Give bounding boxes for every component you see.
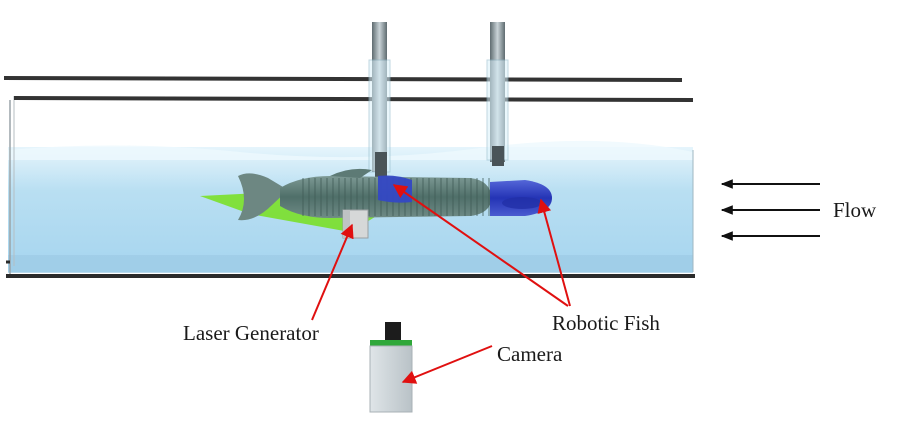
fish-dorsal-fin <box>330 168 372 178</box>
camera-lens <box>385 322 401 342</box>
rod-clamp-right <box>492 146 504 166</box>
arrow-camera <box>401 345 493 384</box>
camera-body <box>369 345 413 413</box>
camera-top <box>370 340 412 346</box>
top-rail-front <box>13 96 694 102</box>
robotic-fish-label: Robotic Fish <box>552 311 660 335</box>
water-surface <box>8 140 693 160</box>
fish-head-highlight <box>502 197 542 209</box>
rod-clear-sleeve-right <box>486 59 509 161</box>
fish-mid-joint <box>378 175 412 203</box>
tank-bottom-sediment <box>8 255 693 273</box>
arrow-fish-head <box>537 198 571 307</box>
flow-label: Flow <box>833 198 877 222</box>
fish-tail-fin <box>238 173 288 221</box>
camera <box>369 322 413 413</box>
annotation-arrows <box>311 184 571 384</box>
rod-clamp-left <box>375 152 387 178</box>
camera-label: Camera <box>497 342 563 366</box>
top-rail-back <box>3 76 683 82</box>
arrow-fish-body <box>392 184 569 307</box>
arrow-laser <box>311 223 354 321</box>
flow-arrows <box>720 179 820 241</box>
support-rods <box>368 22 509 178</box>
water-tank <box>3 76 695 278</box>
laser-generator <box>342 209 369 239</box>
laser-generator-label: Laser Generator <box>183 321 319 345</box>
